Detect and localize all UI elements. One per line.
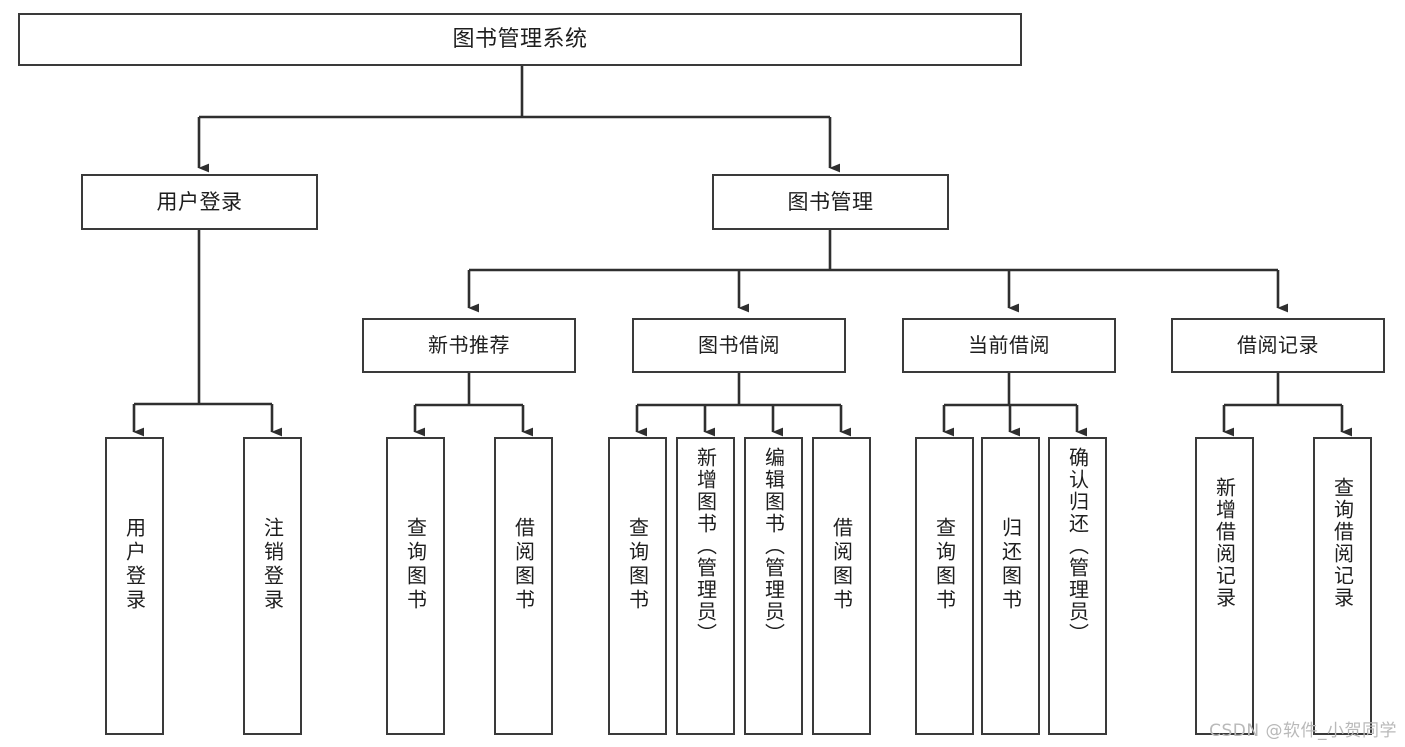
node-label: 确认归还（管理员） bbox=[1065, 447, 1090, 645]
node-label: 图书管理系统 bbox=[452, 26, 588, 52]
node-label: 借阅图书 bbox=[511, 517, 536, 613]
leaf-borrow-book-2[interactable]: 借阅图书 bbox=[812, 437, 871, 735]
node-label: 新增借阅记录 bbox=[1212, 477, 1237, 609]
node-label: 用户登录 bbox=[156, 189, 243, 214]
node-label: 借阅图书 bbox=[829, 517, 854, 613]
leaf-query-book-2[interactable]: 查询图书 bbox=[608, 437, 667, 735]
node-label: 查询图书 bbox=[625, 517, 650, 613]
node-label: 用户登录 bbox=[122, 517, 147, 613]
node-root-system[interactable]: 图书管理系统 bbox=[18, 13, 1022, 66]
node-borrow-record[interactable]: 借阅记录 bbox=[1171, 318, 1385, 373]
leaf-confirm-return[interactable]: 确认归还（管理员） bbox=[1048, 437, 1107, 735]
leaf-logout-login[interactable]: 注销登录 bbox=[243, 437, 302, 735]
node-label: 归还图书 bbox=[998, 517, 1023, 613]
leaf-edit-book[interactable]: 编辑图书（管理员） bbox=[744, 437, 803, 735]
node-current-borrow[interactable]: 当前借阅 bbox=[902, 318, 1116, 373]
leaf-add-book[interactable]: 新增图书（管理员） bbox=[676, 437, 735, 735]
node-new-book-recommend[interactable]: 新书推荐 bbox=[362, 318, 576, 373]
leaf-borrow-book-1[interactable]: 借阅图书 bbox=[494, 437, 553, 735]
node-label: 查询图书 bbox=[932, 517, 957, 613]
leaf-query-book-3[interactable]: 查询图书 bbox=[915, 437, 974, 735]
leaf-return-book[interactable]: 归还图书 bbox=[981, 437, 1040, 735]
csdn-watermark: CSDN @软件_小贺同学 bbox=[1209, 721, 1397, 741]
node-label: 借阅记录 bbox=[1237, 333, 1319, 357]
node-user-login[interactable]: 用户登录 bbox=[81, 174, 318, 230]
node-label: 当前借阅 bbox=[968, 333, 1050, 357]
leaf-add-record[interactable]: 新增借阅记录 bbox=[1195, 437, 1254, 735]
node-book-manage[interactable]: 图书管理 bbox=[712, 174, 949, 230]
leaf-user-login[interactable]: 用户登录 bbox=[105, 437, 164, 735]
leaf-query-book-1[interactable]: 查询图书 bbox=[386, 437, 445, 735]
node-label: 注销登录 bbox=[260, 517, 285, 613]
node-label: 图书借阅 bbox=[698, 333, 780, 357]
node-label: 图书管理 bbox=[787, 189, 874, 214]
node-label: 新书推荐 bbox=[428, 333, 510, 357]
node-label: 编辑图书（管理员） bbox=[761, 447, 786, 645]
node-label: 新增图书（管理员） bbox=[693, 447, 718, 645]
leaf-query-record[interactable]: 查询借阅记录 bbox=[1313, 437, 1372, 735]
node-book-borrow[interactable]: 图书借阅 bbox=[632, 318, 846, 373]
node-label: 查询图书 bbox=[403, 517, 428, 613]
node-label: 查询借阅记录 bbox=[1330, 477, 1355, 609]
